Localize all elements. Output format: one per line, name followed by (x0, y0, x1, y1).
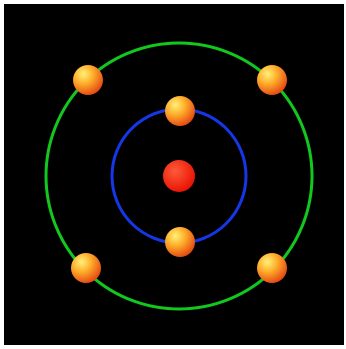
outer-electron-bottom-left (71, 253, 101, 283)
outer-electron-top-left (73, 65, 103, 95)
electrons-group (71, 65, 287, 283)
inner-electron-top (165, 96, 195, 126)
outer-orbit (44, 41, 314, 311)
outer-electron-top-right (257, 65, 287, 95)
nucleus (163, 160, 195, 192)
outer-electron-bottom-right (257, 253, 287, 283)
inner-electron-bottom (165, 227, 195, 257)
